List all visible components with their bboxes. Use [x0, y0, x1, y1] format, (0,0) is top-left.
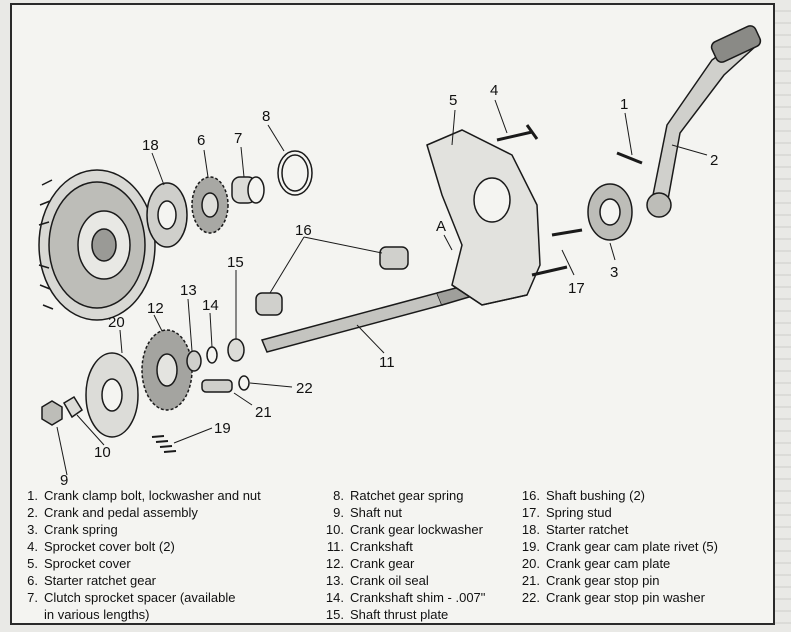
bolt-drawing	[496, 124, 539, 142]
legend-item-2: 2.Crank and pedal assembly	[27, 505, 198, 520]
ratchet-gear-drawing	[191, 176, 229, 234]
clamp-bolt-drawing	[616, 151, 643, 165]
rivets-drawing	[151, 435, 177, 453]
sprocket-cover-drawing	[426, 129, 541, 306]
callout-14: 14	[202, 297, 219, 314]
stop-pin-washer-drawing	[238, 375, 250, 391]
callout-7: 7	[234, 130, 242, 147]
legend-item-13: 13.Crank oil seal	[325, 573, 429, 588]
callout-21: 21	[255, 404, 272, 421]
oil-seal-drawing	[186, 350, 202, 372]
legend-item-11: 11.Crankshaft	[326, 539, 413, 554]
legend-item-20: 20.Crank gear cam plate	[521, 556, 671, 571]
ratchet-spring-drawing	[277, 150, 313, 196]
legend-column-3: 16.Shaft bushing (2) 17.Spring stud 18.S…	[520, 487, 775, 606]
callout-A: A	[436, 218, 446, 235]
figure-panel: 1 2 3 4 5 6 7 8 9 10 11 12 13 14 15 16 1…	[10, 3, 775, 625]
legend-item-7-continued: in various lengths)	[44, 607, 150, 622]
callout-9: 9	[60, 472, 68, 485]
callout-3: 3	[610, 264, 618, 281]
crankshaft-drawing	[260, 280, 487, 353]
callout-20: 20	[108, 314, 125, 331]
legend-item-6: 6.Starter ratchet gear	[27, 573, 156, 588]
callout-22: 22	[296, 380, 313, 397]
legend-item-19: 19.Crank gear cam plate rivet (5)	[521, 539, 718, 554]
legend-item-3: 3.Crank spring	[27, 522, 118, 537]
crank-spring-drawing	[587, 183, 633, 241]
exploded-diagram: 1 2 3 4 5 6 7 8 9 10 11 12 13 14 15 16 1…	[38, 25, 762, 485]
legend-item-1: 1.Crank clamp bolt, lockwasher and nut	[27, 488, 261, 503]
thrust-plate-drawing	[227, 338, 245, 362]
bushing-upper-drawing	[379, 246, 409, 270]
callout-5: 5	[449, 92, 457, 109]
legend-item-15: 15.Shaft thrust plate	[325, 607, 449, 622]
legend-item-8: 8.Ratchet gear spring	[333, 488, 464, 503]
callout-6: 6	[197, 132, 205, 149]
stud-lower-drawing	[531, 265, 568, 277]
callout-4: 4	[490, 82, 498, 99]
callout-18: 18	[142, 137, 159, 154]
lockwasher-drawing	[62, 395, 84, 419]
shim-drawing	[206, 346, 218, 364]
callout-17: 17	[568, 280, 585, 297]
cam-plate-drawing	[85, 352, 139, 438]
callout-11: 11	[379, 354, 395, 371]
legend-item-21: 21.Crank gear stop pin	[521, 573, 660, 588]
legend-item-17: 17.Spring stud	[521, 505, 612, 520]
callout-13: 13	[180, 282, 197, 299]
legend-column-2: 8.Ratchet gear spring 9.Shaft nut 10.Cra…	[324, 487, 534, 623]
callout-16: 16	[295, 222, 312, 239]
legend-item-10: 10.Crank gear lockwasher	[325, 522, 483, 537]
bushing-lower-drawing	[255, 292, 283, 316]
legend-item-16: 16.Shaft bushing (2)	[521, 488, 646, 503]
legend-column-1: 1.Crank clamp bolt, lockwasher and nut 2…	[18, 487, 318, 623]
stop-pin-drawing	[201, 379, 233, 393]
callout-labels: 1 2 3 4 5 6 7 8 9 10 11 12 13 14 15 16 1…	[60, 82, 718, 485]
legend-item-22: 22.Crank gear stop pin washer	[521, 590, 705, 605]
legend-item-12: 12.Crank gear	[325, 556, 415, 571]
spacer-drawing	[231, 176, 265, 204]
crank-pedal-drawing	[646, 25, 762, 218]
legend-item-4: 4.Sprocket cover bolt (2)	[27, 539, 175, 554]
legend-item-7: 7.Clutch sprocket spacer (available	[27, 590, 236, 605]
callout-10: 10	[94, 444, 111, 461]
legend-item-9: 9.Shaft nut	[333, 505, 403, 520]
callout-8: 8	[262, 108, 270, 125]
shaft-nut-drawing	[41, 400, 63, 426]
legend-item-18: 18.Starter ratchet	[521, 522, 629, 537]
callout-2: 2	[710, 152, 718, 169]
crank-gear-drawing	[141, 329, 193, 411]
callout-15: 15	[227, 254, 244, 271]
callout-19: 19	[214, 420, 231, 437]
clutch-drum-drawing	[38, 169, 156, 321]
spring-stud-drawing	[551, 228, 583, 237]
legend-item-14: 14.Crankshaft shim - .007"	[325, 590, 486, 605]
callout-12: 12	[147, 300, 164, 317]
callout-1: 1	[620, 96, 628, 113]
legend-item-5: 5.Sprocket cover	[27, 556, 131, 571]
starter-ratchet-drawing	[146, 182, 188, 248]
